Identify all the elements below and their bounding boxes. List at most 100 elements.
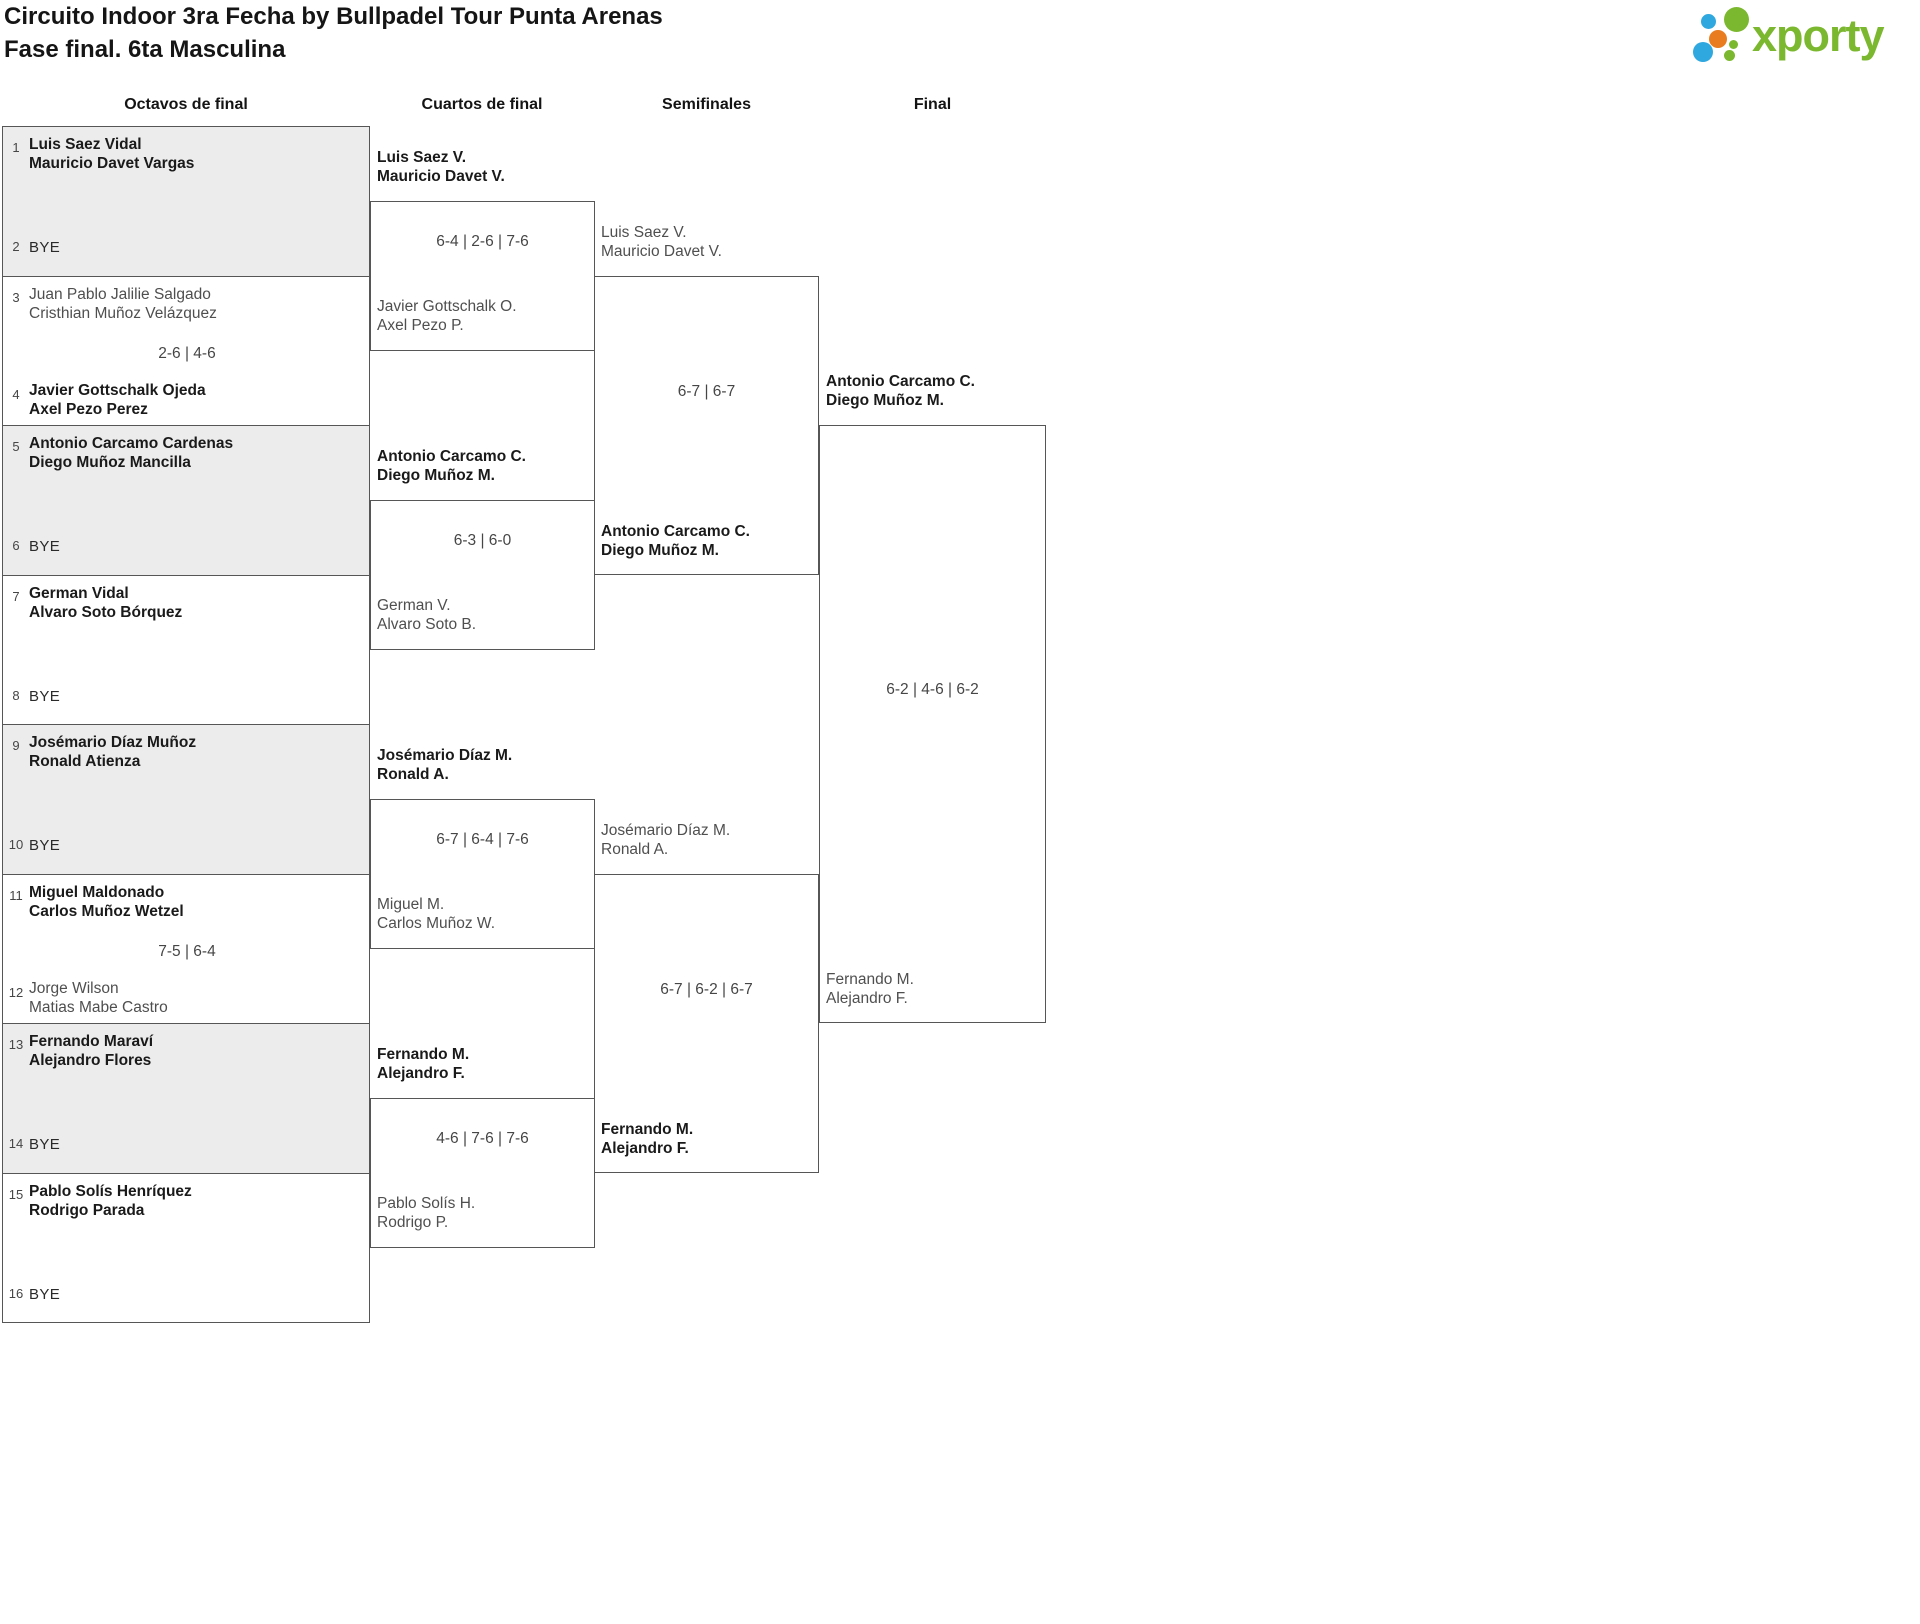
match-score: 4-6 | 7-6 | 7-6: [436, 1130, 529, 1147]
team-names: Josémario Díaz Muñoz Ronald Atienza: [29, 733, 196, 771]
player-name: Miguel Maldonado: [29, 884, 165, 901]
player-name: Carlos Muñoz Wetzel: [29, 903, 184, 920]
player-name: Rodrigo Parada: [29, 1202, 145, 1219]
page-title-line1: Circuito Indoor 3ra Fecha by Bullpadel T…: [4, 3, 663, 30]
player-name: Carlos Muñoz W.: [377, 915, 496, 932]
seed-number: 11: [9, 888, 23, 903]
team-names: German V. Alvaro Soto B.: [377, 596, 476, 634]
player-name: German V.: [377, 597, 451, 614]
team-names: Javier Gottschalk O. Axel Pezo P.: [377, 297, 517, 335]
match-score: 6-3 | 6-0: [453, 532, 512, 549]
team-names: Josémario Díaz M. Ronald A.: [601, 821, 730, 859]
match-score: 2-6 | 4-6: [158, 345, 216, 362]
player-name: Josémario Díaz M.: [601, 822, 731, 839]
logo-dot-icon: [1724, 7, 1749, 32]
team-names: Antonio Carcamo C. Diego Muñoz M.: [377, 447, 526, 485]
player-name: Ronald A.: [377, 766, 449, 783]
octavos-match-4: 7 German Vidal Alvaro Soto Bórquez 8 BYE: [2, 575, 370, 725]
cuartos-match-2-box: [370, 500, 595, 650]
logo-dot-icon: [1709, 30, 1727, 48]
player-name: Mauricio Davet V.: [377, 168, 505, 185]
bye-label: BYE: [29, 239, 61, 256]
player-name: Matias Mabe Castro: [29, 999, 168, 1016]
player-name: Alejandro Flores: [29, 1052, 152, 1069]
bye-label: BYE: [29, 1136, 61, 1153]
bye-label: BYE: [29, 538, 61, 555]
match-score: 6-4 | 2-6 | 7-6: [436, 233, 529, 250]
semifinal-match-2-box: [594, 874, 819, 1173]
round-header-semifinales: Semifinales: [662, 96, 751, 113]
seed-number: 15: [8, 1187, 24, 1202]
team-names: Antonio Carcamo C. Diego Muñoz M.: [826, 372, 975, 410]
player-name: Antonio Carcamo C.: [601, 523, 750, 540]
team-names: Fernando M. Alejandro F.: [601, 1120, 693, 1158]
player-name: Mauricio Davet V.: [601, 243, 722, 260]
seed-number: 8: [12, 688, 20, 703]
player-name: Alejandro F.: [377, 1065, 465, 1082]
player-name: Alvaro Soto B.: [377, 616, 477, 633]
player-name: Diego Muñoz M.: [601, 542, 719, 559]
match-score: 7-5 | 6-4: [158, 943, 216, 960]
player-name: Luis Saez Vidal: [29, 136, 142, 153]
seed-number: 13: [8, 1037, 24, 1052]
seed-number: 3: [12, 290, 20, 305]
player-name: Javier Gottschalk Ojeda: [29, 382, 206, 399]
player-name: Ronald A.: [601, 841, 669, 858]
cuartos-match-4-box: [370, 1098, 595, 1248]
team-names: Pablo Solís H. Rodrigo P.: [377, 1194, 475, 1232]
team-names: Luis Saez V. Mauricio Davet V.: [377, 148, 505, 186]
round-header-final: Final: [913, 96, 952, 113]
player-name: Diego Muñoz M.: [826, 392, 944, 409]
octavos-match-8: 15 Pablo Solís Henríquez Rodrigo Parada …: [2, 1173, 370, 1323]
octavos-match-2: 3 Juan Pablo Jalilie Salgado Cristhian M…: [2, 276, 370, 426]
semifinal-match-1-box: [594, 276, 819, 575]
player-name: Cristhian Muñoz Velázquez: [29, 305, 217, 322]
team-names: Antonio Carcamo Cardenas Diego Muñoz Man…: [29, 434, 233, 472]
player-name: Antonio Carcamo C.: [826, 373, 975, 390]
round-header-octavos: Octavos de final: [124, 96, 248, 113]
xporty-logo: xporty: [1686, 2, 1916, 72]
player-name: Miguel M.: [377, 896, 445, 913]
player-name: Josémario Díaz M.: [377, 747, 513, 764]
player-name: German Vidal: [29, 585, 129, 602]
logo-dot-icon: [1729, 40, 1738, 49]
logo-dot-icon: [1701, 14, 1716, 29]
seed-number: 16: [8, 1286, 24, 1301]
team-names: Antonio Carcamo C. Diego Muñoz M.: [601, 522, 750, 560]
seed-number: 14: [8, 1136, 24, 1151]
match-score: 6-2 | 4-6 | 6-2: [886, 681, 979, 698]
player-name: Axel Pezo Perez: [29, 401, 148, 418]
player-name: Luis Saez V.: [601, 224, 687, 241]
player-name: Juan Pablo Jalilie Salgado: [29, 286, 211, 303]
seed-number: 7: [12, 589, 20, 604]
seed-number: 5: [12, 439, 20, 454]
player-name: Diego Muñoz Mancilla: [29, 454, 191, 471]
octavos-match-3: 5 Antonio Carcamo Cardenas Diego Muñoz M…: [2, 425, 370, 576]
octavos-match-5: 9 Josémario Díaz Muñoz Ronald Atienza 10…: [2, 724, 370, 875]
seed-number: 9: [12, 738, 20, 753]
final-match-box: [819, 425, 1046, 1023]
player-name: Fernando M.: [377, 1046, 470, 1063]
match-score: 6-7 | 6-7: [677, 383, 736, 400]
player-name: Javier Gottschalk O.: [377, 298, 517, 315]
player-name: Antonio Carcamo C.: [377, 448, 526, 465]
logo-dot-icon: [1693, 42, 1713, 62]
player-name: Alejandro F.: [601, 1140, 689, 1157]
team-names: Pablo Solís Henríquez Rodrigo Parada: [29, 1182, 192, 1220]
bye-label: BYE: [29, 837, 61, 854]
player-name: Fernando M.: [826, 971, 914, 988]
team-names: Josémario Díaz M. Ronald A.: [377, 746, 512, 784]
team-names: Luis Saez Vidal Mauricio Davet Vargas: [29, 135, 194, 173]
team-names: Fernando M. Alejandro F.: [377, 1045, 469, 1083]
team-names: Juan Pablo Jalilie Salgado Cristhian Muñ…: [29, 285, 217, 323]
player-name: Josémario Díaz Muñoz: [29, 734, 197, 751]
team-names: Fernando M. Alejandro F.: [826, 970, 914, 1008]
octavos-match-1: 1 Luis Saez Vidal Mauricio Davet Vargas …: [2, 126, 370, 277]
player-name: Pablo Solís H.: [377, 1195, 476, 1212]
player-name: Alejandro F.: [826, 990, 908, 1007]
seed-number: 6: [12, 538, 20, 553]
match-score: 6-7 | 6-4 | 7-6: [436, 831, 529, 848]
team-names: Fernando Maraví Alejandro Flores: [29, 1032, 153, 1070]
bye-label: BYE: [29, 1286, 61, 1303]
player-name: Fernando Maraví: [29, 1033, 154, 1050]
